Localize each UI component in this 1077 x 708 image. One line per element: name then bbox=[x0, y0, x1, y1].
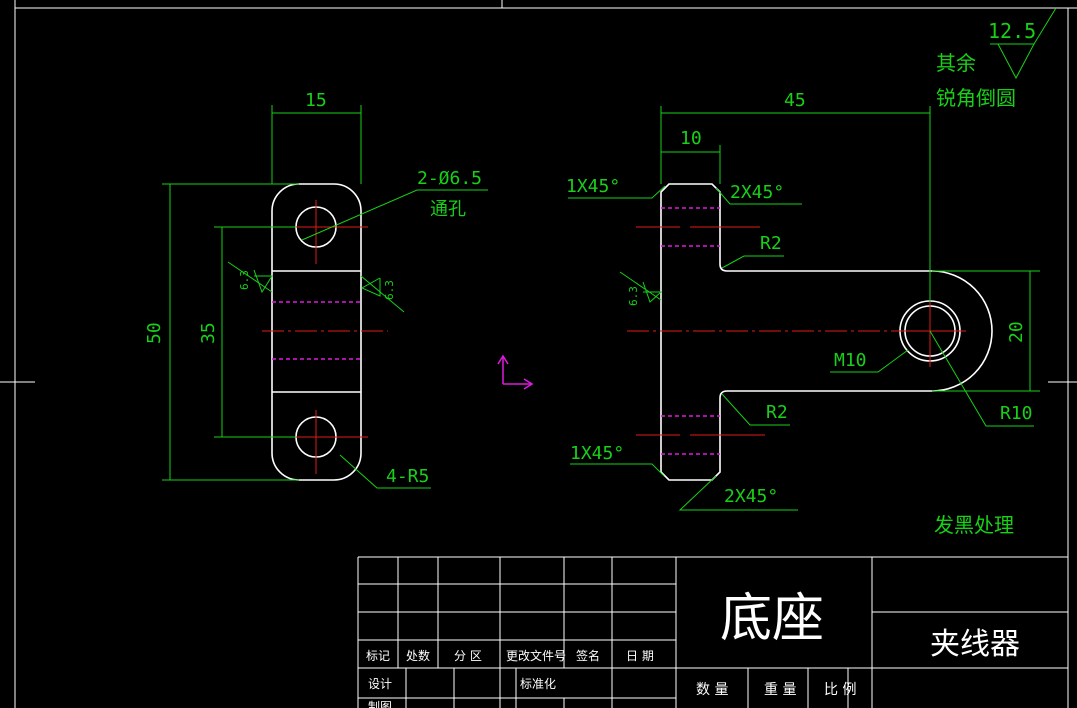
dim-total-height: 50 bbox=[144, 322, 165, 344]
roughness-value: 12.5 bbox=[988, 19, 1036, 43]
hole-type: 通孔 bbox=[430, 199, 466, 220]
thread-size: M10 bbox=[834, 350, 867, 371]
side-view-outline bbox=[660, 183, 993, 481]
general-roughness-note: 12.5 其余 锐角倒圆 bbox=[936, 7, 1057, 110]
col-header-change-doc: 更改文件号 bbox=[506, 648, 566, 663]
dim-arm-width: 20 bbox=[1006, 321, 1027, 343]
roughness-label: 其余 bbox=[936, 51, 976, 75]
fillet-top: R2 bbox=[760, 233, 782, 254]
svg-text:6.3: 6.3 bbox=[383, 280, 396, 300]
title-block: 底座 夹线器 标记 处数 分 区 更改文件号 签名 日 期 设计 标准化 制图 … bbox=[357, 556, 1068, 708]
row-standardization: 标准化 bbox=[520, 677, 556, 691]
chamfer-note: 锐角倒圆 bbox=[936, 86, 1016, 110]
front-view-outline bbox=[271, 183, 362, 481]
ucs-axis-icon bbox=[497, 354, 534, 390]
dim-length: 45 bbox=[784, 90, 806, 111]
col-header-count: 处数 bbox=[406, 648, 430, 663]
chamfer-bottom-left: 1X45° bbox=[570, 443, 624, 464]
chamfer-top-left: 1X45° bbox=[566, 176, 620, 197]
chamfer-top-right: 2X45° bbox=[730, 182, 784, 203]
row-drafting: 制图 bbox=[368, 700, 392, 708]
col-header-signature: 签名 bbox=[576, 648, 600, 663]
roughness-symbol-right: 6.3 bbox=[360, 275, 405, 313]
roughness-symbol-side: 6.3 bbox=[619, 271, 663, 306]
front-view: 15 50 35 2-Ø6.5 通孔 4-R5 6.3 6.3 bbox=[144, 90, 488, 489]
roughness-symbol-left: 6.3 bbox=[227, 261, 273, 294]
col-header-date: 日 期 bbox=[626, 649, 654, 663]
dim-flange: 10 bbox=[680, 128, 702, 149]
dim-width: 15 bbox=[305, 90, 327, 111]
col-header-mark: 标记 bbox=[366, 649, 390, 663]
svg-text:6.3: 6.3 bbox=[238, 270, 251, 290]
svg-text:6.3: 6.3 bbox=[627, 286, 640, 306]
hole-callout: 2-Ø6.5 bbox=[417, 168, 482, 189]
dim-hole-spacing: 35 bbox=[198, 322, 219, 344]
corner-radius: 4-R5 bbox=[386, 466, 429, 487]
row-design: 设计 bbox=[368, 677, 392, 691]
chamfer-bottom-right: 2X45° bbox=[724, 486, 778, 507]
fillet-bottom: R2 bbox=[766, 402, 788, 423]
finish-note: 发黑处理 bbox=[934, 513, 1014, 537]
weight-label: 重 量 bbox=[764, 682, 796, 698]
assembly-name: 夹线器 bbox=[930, 627, 1020, 662]
end-radius: R10 bbox=[1000, 403, 1033, 424]
scale-label: 比 例 bbox=[824, 682, 856, 698]
part-name: 底座 bbox=[720, 589, 824, 649]
side-view: 45 10 20 1X45° 2X45° 1X45° 2X45° R2 R2 M… bbox=[566, 90, 1040, 511]
col-header-zone: 分 区 bbox=[454, 649, 482, 663]
quantity-label: 数 量 bbox=[696, 682, 728, 698]
